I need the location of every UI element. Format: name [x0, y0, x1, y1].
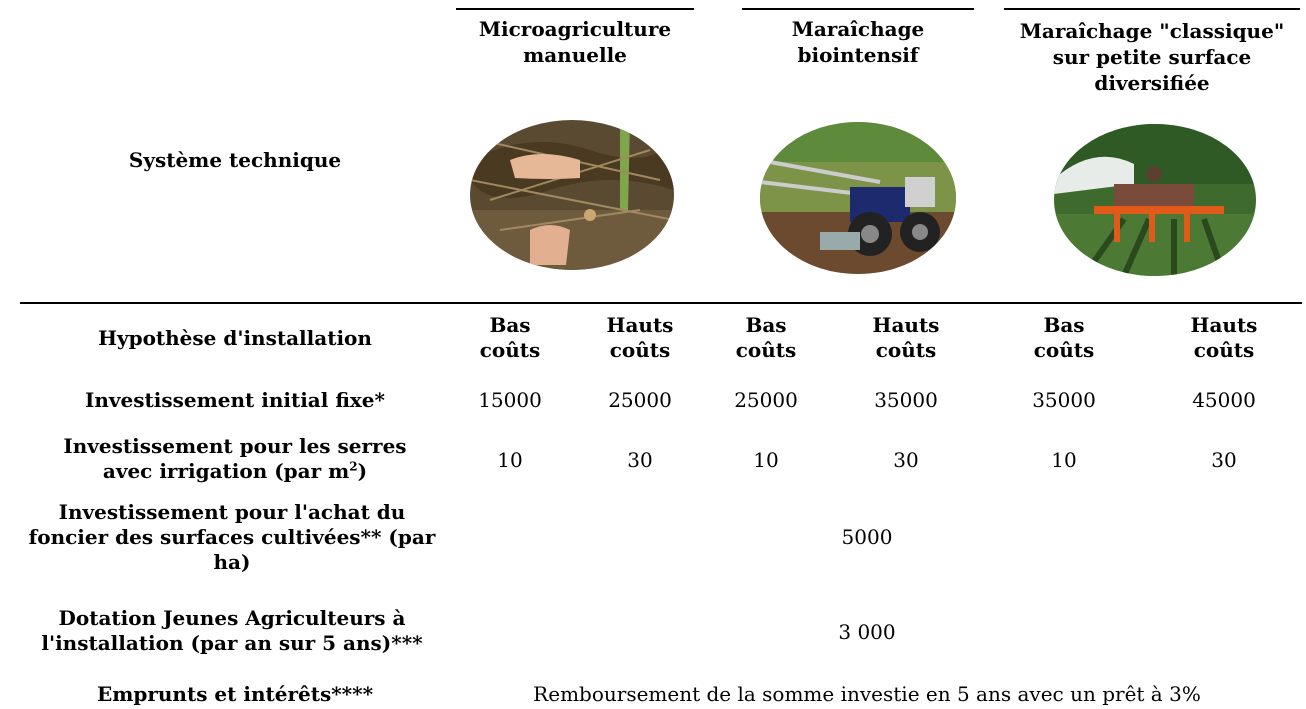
greenhouse-value: 30 — [1211, 447, 1237, 472]
greenhouse-label-line2: avec irrigation (par m2) — [102, 459, 368, 483]
greenhouse-value: 10 — [753, 447, 779, 472]
top-border-1 — [456, 8, 694, 10]
system-title-classique: Maraîchage "classique" sur petite surfac… — [1019, 19, 1285, 95]
hypothesis-label: Hypothèse d'installation — [98, 325, 372, 350]
greenhouse-label-sup: 2 — [349, 459, 358, 474]
row-label-loans: Emprunts et intérêts**** — [96, 682, 374, 706]
hypothesis-col-3: Bas coûts — [735, 313, 797, 362]
initial-investment-value: 45000 — [1192, 387, 1256, 412]
walk-behind-tractor-photo — [760, 122, 956, 274]
young-farmer-grant-value: 3 000 — [838, 619, 896, 644]
hypothesis-col-6: Hauts coûts — [1190, 313, 1258, 362]
greenhouse-label-line1: Investissement pour les serres — [63, 434, 407, 458]
hands-in-soil-photo — [470, 120, 674, 270]
row-label-initial-investment: Investissement initial fixe* — [85, 387, 385, 412]
greenhouse-value: 10 — [497, 447, 523, 472]
loans-value: Remboursement de la somme investie en 5 … — [533, 682, 1201, 706]
system-title-biointensif: Maraîchage biointensif — [791, 17, 925, 67]
row-label-greenhouse-investment: Investissement pour les serres avec irri… — [30, 428, 440, 490]
row-label-land-purchase: Investissement pour l'achat du foncier d… — [28, 499, 436, 574]
system-title-micro: Microagriculture manuelle — [478, 17, 672, 67]
initial-investment-value: 15000 — [478, 387, 542, 412]
initial-investment-value: 25000 — [734, 387, 798, 412]
tractor-field-photo — [1054, 124, 1256, 276]
separator-line — [20, 302, 1302, 304]
hypothesis-col-2: Hauts coûts — [606, 313, 674, 362]
top-border-3 — [1004, 8, 1300, 10]
initial-investment-value: 35000 — [874, 387, 938, 412]
initial-investment-value: 35000 — [1032, 387, 1096, 412]
row-label-young-farmer-grant: Dotation Jeunes Agriculteurs à l'install… — [41, 606, 423, 655]
system-row-label: Système technique — [128, 147, 342, 172]
greenhouse-value: 30 — [893, 447, 919, 472]
hypothesis-col-5: Bas coûts — [1033, 313, 1095, 362]
land-purchase-value: 5000 — [841, 524, 893, 549]
greenhouse-value: 30 — [627, 447, 653, 472]
hypothesis-col-1: Bas coûts — [479, 313, 541, 362]
hypothesis-col-4: Hauts coûts — [872, 313, 940, 362]
greenhouse-value: 10 — [1051, 447, 1077, 472]
top-border-2 — [742, 8, 974, 10]
initial-investment-value: 25000 — [608, 387, 672, 412]
